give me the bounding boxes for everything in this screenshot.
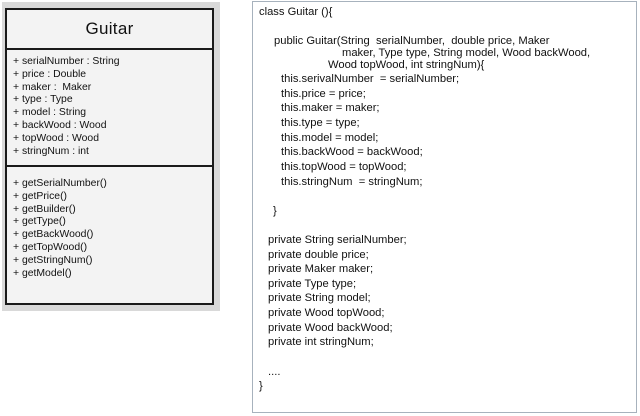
code-line: this.price = price;: [281, 88, 366, 100]
attribute-item: + serialNumber : String: [13, 56, 120, 67]
code-line: private Wood backWood;: [268, 322, 393, 334]
attribute-item: + backWood : Wood: [13, 119, 107, 131]
code-line: this.serivalNumber = serialNumber;: [281, 73, 460, 85]
attribute-item: + stringNum : int: [13, 145, 89, 157]
code-line: maker, Type type, String model, Wood bac…: [342, 47, 591, 59]
attribute-item: + type : Type: [13, 94, 73, 106]
code-line: private String serialNumber;: [268, 234, 407, 246]
code-line: }: [273, 205, 277, 217]
method-item: + getStringNum(): [13, 254, 93, 266]
method-item: + getTopWood(): [13, 241, 88, 253]
attributes-section: + serialNumber : String + price : Double…: [7, 50, 212, 167]
code-line: class Guitar (){: [259, 6, 333, 18]
attribute-item: + topWood : Wood: [13, 132, 99, 144]
code-line: this.backWood = backWood;: [281, 146, 423, 158]
attribute-item: + maker : Maker: [13, 81, 92, 93]
method-item: + getModel(): [13, 267, 72, 279]
attribute-item: + model : String: [13, 107, 87, 119]
code-line: this.model = model;: [281, 132, 379, 144]
code-line: this.topWood = topWood;: [281, 161, 407, 173]
code-line: private double price;: [268, 249, 369, 261]
code-line: }: [259, 380, 263, 392]
method-item: + getSerialNumber(): [13, 178, 107, 189]
code-line: this.stringNum = stringNum;: [281, 176, 423, 188]
code-line: private String model;: [268, 292, 371, 304]
method-item: + getBackWood(): [13, 229, 94, 241]
code-line: ....: [268, 366, 281, 378]
code-line: this.maker = maker;: [281, 102, 380, 114]
code-line: private Maker maker;: [268, 263, 374, 275]
uml-class-box: Guitar + serialNumber : String + price :…: [5, 8, 214, 305]
methods-section: + getSerialNumber() + getPrice() + getBu…: [7, 167, 212, 280]
method-item: + getType(): [13, 216, 66, 228]
code-line: Wood topWood, int stringNum){: [328, 59, 485, 71]
code-line: this.type = type;: [281, 117, 360, 129]
code-line: private Wood topWood;: [268, 307, 385, 319]
method-item: + getBuilder(): [13, 203, 76, 215]
code-panel: class Guitar (){ public Guitar(String se…: [252, 1, 637, 413]
code-line: public Guitar(String serialNumber, doubl…: [274, 35, 550, 47]
class-name: Guitar: [7, 10, 212, 50]
code-line: private int stringNum;: [268, 336, 374, 348]
code-line: private Type type;: [268, 278, 357, 290]
attribute-item: + price : Double: [13, 68, 87, 80]
method-item: + getPrice(): [13, 190, 67, 202]
